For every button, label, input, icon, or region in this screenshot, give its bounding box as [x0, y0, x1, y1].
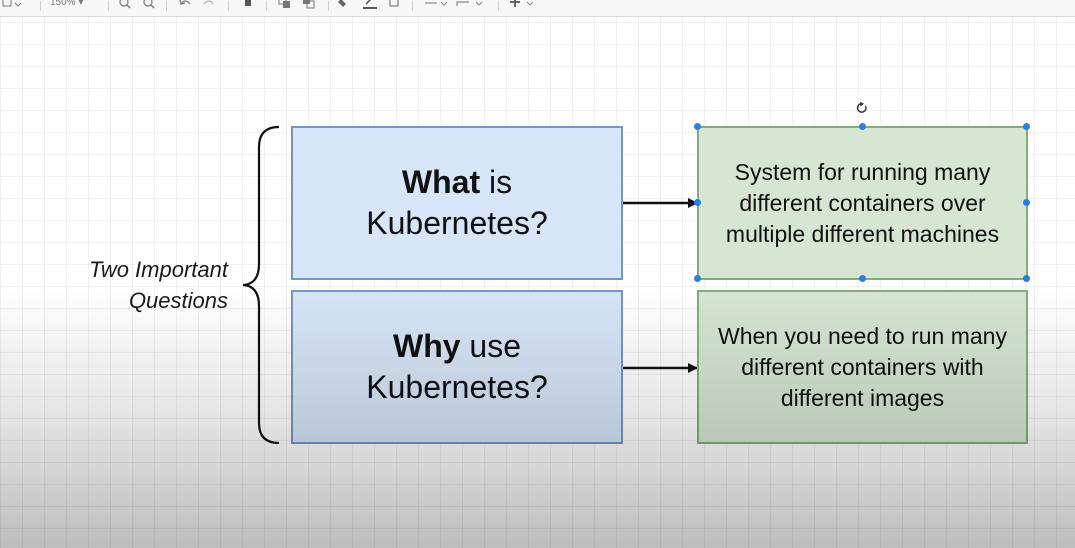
question-box-why[interactable]: Why use Kubernetes? — [291, 290, 623, 444]
rotate-handle-icon[interactable] — [856, 101, 867, 113]
redo-icon[interactable] — [202, 0, 216, 12]
group-label-line: Questions — [128, 288, 228, 313]
toolbar-separator — [266, 1, 267, 11]
zoom-level-select[interactable]: 150% ▾ — [50, 0, 100, 10]
answer-box-why[interactable]: When you need to run many different cont… — [697, 290, 1028, 444]
resize-handle-w[interactable] — [694, 199, 701, 206]
resize-handle-e[interactable] — [1023, 199, 1030, 206]
resize-handle-n[interactable] — [859, 123, 866, 130]
question-box-what[interactable]: What is Kubernetes? — [291, 126, 623, 280]
resize-handle-nw[interactable] — [694, 123, 701, 130]
undo-icon[interactable] — [178, 0, 192, 12]
to-front-icon[interactable] — [278, 0, 292, 12]
fill-color-icon[interactable] — [338, 0, 352, 12]
to-back-icon[interactable] — [302, 0, 316, 12]
resize-handle-se[interactable] — [1023, 275, 1030, 282]
question-keyword: What — [401, 164, 481, 200]
resize-handle-s[interactable] — [859, 275, 866, 282]
trash-icon[interactable] — [242, 0, 254, 12]
question-text: is — [480, 164, 513, 200]
connection-icon[interactable] — [424, 0, 450, 12]
resize-handle-ne[interactable] — [1023, 123, 1030, 130]
toolbar-separator — [166, 1, 167, 11]
toolbar-separator — [498, 1, 499, 11]
answer-line: different containers over — [739, 189, 986, 216]
answer-box-what[interactable]: System for running many different contai… — [697, 126, 1028, 280]
answer-line: different images — [780, 384, 945, 411]
answer-line: different containers with — [741, 353, 984, 380]
curly-brace-shape[interactable] — [242, 125, 280, 445]
question-keyword: Why — [392, 328, 461, 364]
toolbar-separator — [108, 1, 109, 11]
answer-line: When you need to run many — [718, 322, 1007, 349]
answer-line: multiple different machines — [725, 220, 1000, 247]
zoom-in-icon[interactable] — [118, 0, 132, 12]
resize-handle-sw[interactable] — [694, 275, 701, 282]
shadow-icon[interactable] — [388, 0, 402, 12]
line-color-icon[interactable] — [362, 0, 378, 12]
page-view-icon[interactable] — [2, 0, 24, 12]
toolbar-separator — [412, 1, 413, 11]
toolbar-separator — [328, 1, 329, 11]
toolbar: 150% ▾ — [0, 0, 1075, 17]
answer-line: System for running many — [734, 158, 991, 185]
zoom-out-icon[interactable] — [142, 0, 156, 12]
group-label[interactable]: Two Important Questions — [40, 254, 228, 316]
question-subject: Kubernetes? — [366, 205, 548, 241]
question-subject: Kubernetes? — [366, 369, 548, 405]
zoom-level-label: 150% — [50, 0, 76, 8]
plus-icon[interactable] — [508, 0, 538, 12]
waypoints-icon[interactable] — [456, 0, 486, 12]
question-text: use — [460, 328, 522, 364]
toolbar-separator — [40, 1, 41, 11]
toolbar-separator — [228, 1, 229, 11]
group-label-line: Two Important — [89, 257, 228, 282]
